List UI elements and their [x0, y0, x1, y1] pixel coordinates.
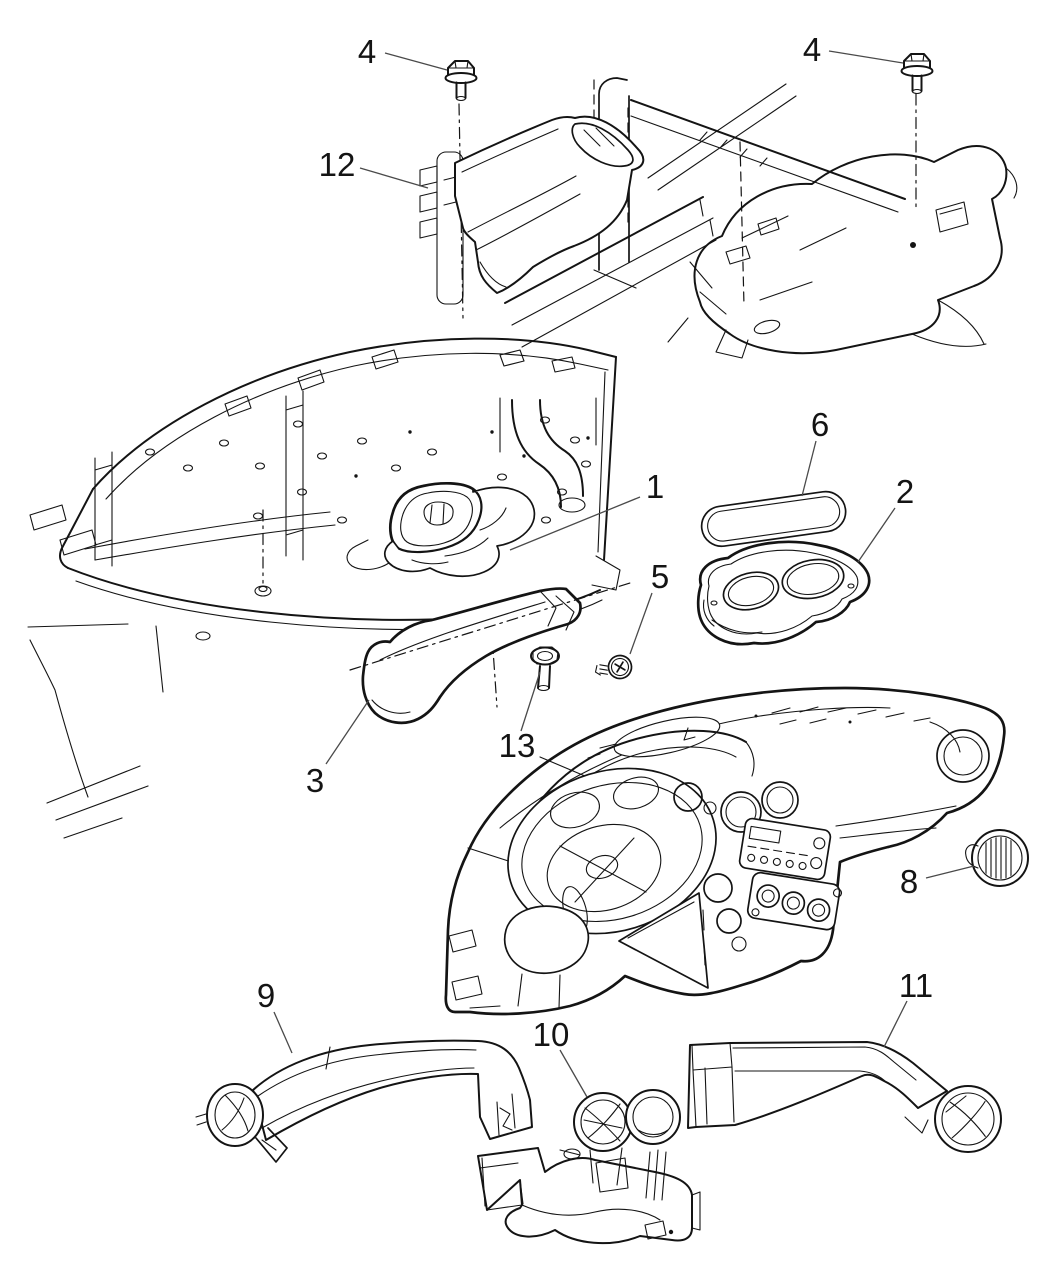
callout-label-4-right: 4	[803, 31, 821, 68]
callout-label-6: 6	[811, 406, 829, 443]
mounting-bolt-4-right	[900, 53, 934, 211]
callout-label-5: 5	[651, 558, 669, 595]
callout-leader-6	[801, 440, 817, 497]
vent-grille-8	[965, 829, 1029, 887]
callout-label-1: 1	[646, 468, 664, 505]
instrument-panel	[444, 686, 1006, 1016]
callout-leader-3	[325, 699, 370, 765]
callout-leader-10	[559, 1049, 588, 1098]
callout-leader-12	[359, 167, 429, 189]
dash-panel-bulkhead	[27, 337, 621, 839]
left-air-duct-9	[195, 1039, 533, 1163]
cowl-air-duct-12	[419, 103, 645, 319]
callout-leader-4-left	[384, 52, 448, 71]
callout-label-11: 11	[899, 967, 933, 1004]
callout-leader-4-right	[828, 50, 904, 64]
callout-label-8: 8	[900, 863, 918, 900]
callout-leader-9	[273, 1011, 293, 1054]
defroster-grille-6	[700, 490, 847, 548]
callout-label-12: 12	[319, 146, 356, 183]
demister-duct-2	[696, 540, 871, 646]
callout-leader-1	[509, 496, 641, 551]
callout-leader-11	[883, 1000, 908, 1048]
callout-leader-5	[629, 592, 653, 655]
floor-duct-3	[361, 587, 582, 725]
windshield-frame	[504, 77, 717, 348]
nut-13	[530, 646, 560, 692]
right-air-duct-11	[687, 1041, 1002, 1153]
callout-leader-2	[857, 507, 896, 563]
callout-label-13: 13	[499, 727, 536, 764]
cowl-plenum-assembly	[630, 83, 1018, 359]
callout-label-3: 3	[306, 762, 324, 799]
callout-label-10: 10	[533, 1016, 570, 1053]
mounting-bolt-4-left	[444, 60, 478, 102]
screw-5	[594, 654, 633, 680]
callout-label-9: 9	[257, 977, 275, 1014]
defroster-duct-1	[346, 481, 536, 578]
assembly-centerline	[349, 582, 631, 671]
center-duct-10	[477, 1089, 701, 1245]
callout-leader-13	[520, 671, 541, 732]
callout-leader-8	[925, 865, 975, 879]
callout-label-4-left: 4	[358, 33, 376, 70]
callout-label-2: 2	[896, 473, 914, 510]
